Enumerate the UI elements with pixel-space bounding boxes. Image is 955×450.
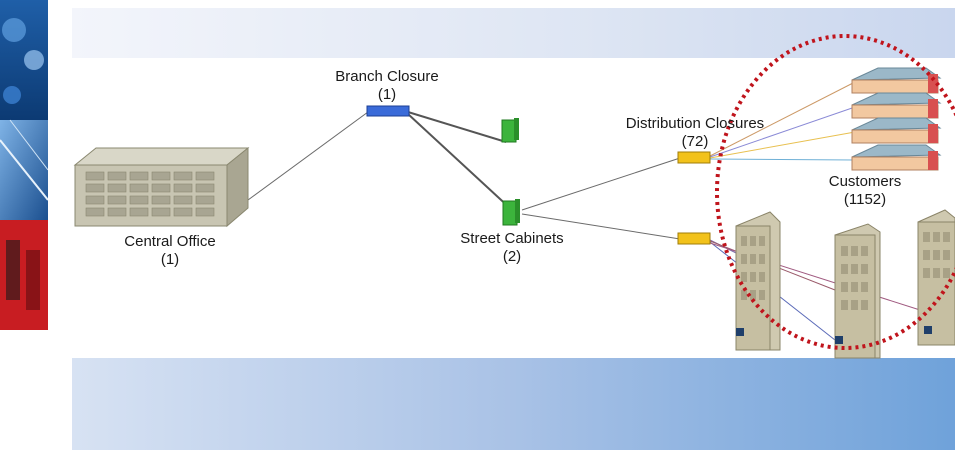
branch-closure-label: Branch Closure (1)	[335, 68, 439, 103]
central-office-label: Central Office (1)	[124, 233, 216, 268]
central-office-icon	[73, 146, 250, 228]
link-cabinet-distribution-2	[521, 213, 681, 240]
house-icon-3	[851, 117, 942, 144]
link-branch-cabinet-1	[407, 111, 507, 143]
link-house-3	[709, 131, 856, 159]
link-house-1	[709, 81, 856, 157]
top-banner-band	[72, 8, 955, 58]
link-cabinet-distribution-1	[521, 157, 681, 211]
street-cabinet-icon-2	[502, 199, 520, 226]
house-icon-2	[851, 92, 942, 119]
street-cabinet-icon-1	[501, 118, 519, 143]
link-house-4	[709, 158, 856, 161]
apartment-building-icon-3	[917, 209, 955, 346]
street-cabinets-label: Street Cabinets (2)	[460, 230, 564, 265]
side-photo-strip	[0, 0, 48, 330]
link-office-branch	[247, 111, 369, 201]
apartment-building-icon-1	[735, 211, 781, 351]
bottom-banner-band	[72, 358, 955, 450]
house-icon-1	[851, 67, 942, 94]
link-branch-cabinet-2	[407, 113, 513, 211]
distribution-closures-label: Distribution Closures (72)	[625, 115, 765, 150]
distribution-closure-icon-1	[677, 151, 711, 164]
apartment-building-icon-2	[834, 223, 881, 359]
distribution-closure-icon-2	[677, 232, 711, 245]
link-house-2	[709, 106, 856, 158]
customers-label: Customers (1152)	[828, 173, 902, 208]
branch-closure-icon	[366, 105, 410, 117]
house-icon-4	[851, 144, 942, 171]
